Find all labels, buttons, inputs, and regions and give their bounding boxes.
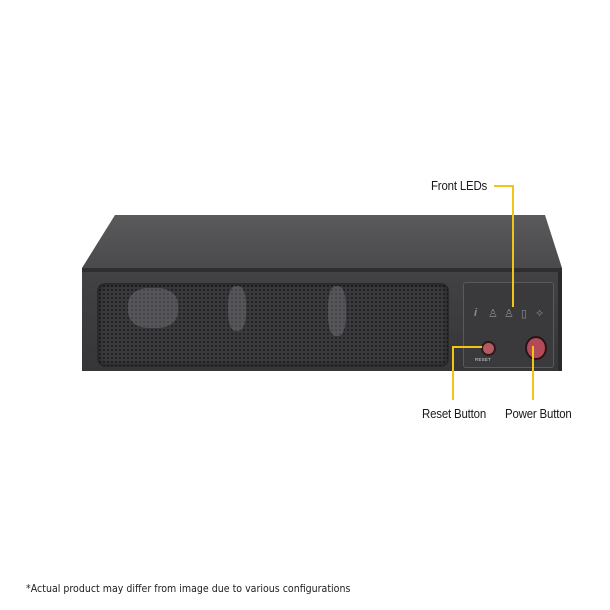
hdd-led-icon: ▯ (521, 308, 528, 320)
internal-fan-shadow (228, 286, 246, 331)
front-leds-callout: Front LEDs (431, 178, 488, 193)
chassis-front-lip (82, 268, 562, 272)
reset-leader-h (452, 346, 482, 348)
lan1-led-icon: ♙ (488, 308, 498, 320)
power-led-icon: ✧ (535, 308, 545, 320)
front-control-panel: i ♙ ♙ ▯ ✧ RESET (463, 282, 554, 368)
reset-leader-v (452, 346, 454, 400)
info-led-icon: i (474, 307, 478, 319)
internal-fan-shadow (128, 288, 178, 328)
reset-button-callout: Reset Button (422, 406, 487, 421)
reset-button[interactable] (481, 341, 496, 356)
front-leds-leader-h (494, 185, 514, 187)
internal-fan-shadow (328, 286, 346, 336)
ventilation-grille (97, 283, 449, 367)
power-leader-v (532, 346, 534, 400)
power-button-callout: Power Button (505, 406, 572, 421)
disclaimer-footnote: *Actual product may differ from image du… (26, 582, 351, 595)
chassis-top (82, 215, 562, 268)
lan2-led-icon: ♙ (504, 308, 514, 320)
power-button[interactable] (525, 336, 547, 360)
reset-label: RESET (475, 357, 492, 362)
front-leds-leader-v (512, 185, 514, 307)
